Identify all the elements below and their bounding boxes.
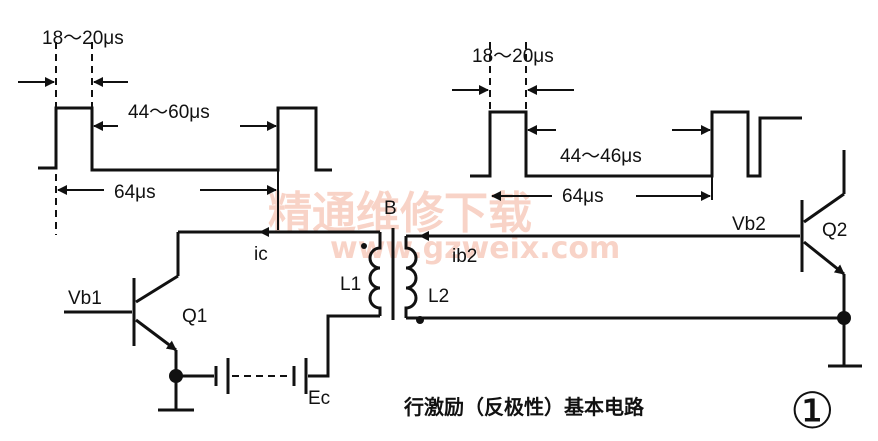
- l1-coil: [361, 232, 382, 316]
- left-waveform: [38, 42, 332, 235]
- core-label: B: [384, 198, 397, 219]
- right-period-label: 64μs: [562, 186, 604, 207]
- ib2-label: ib2: [452, 246, 477, 267]
- left-period-label: 64μs: [114, 182, 156, 203]
- q1-transistor: [132, 232, 180, 376]
- l2-label: L2: [428, 286, 449, 307]
- l1-label: L1: [340, 274, 361, 295]
- figure-number: ①: [790, 382, 835, 440]
- left-pulse-width-label: 18～20μs: [42, 28, 124, 49]
- right-pulse-width-label: 18～20μs: [472, 46, 554, 67]
- ec-battery: [176, 358, 308, 394]
- ground-left: [158, 369, 194, 412]
- junction-node-right: [837, 311, 851, 325]
- q2-label: Q2: [822, 220, 847, 241]
- vb2-label: Vb2: [732, 214, 766, 235]
- l1-return-wire: [308, 314, 380, 378]
- q2-transistor: [800, 150, 862, 368]
- caption: 行激励（反极性）基本电路: [403, 395, 645, 419]
- right-waveform: [470, 42, 802, 200]
- q1-label: Q1: [182, 306, 207, 327]
- ec-label: Ec: [308, 388, 330, 409]
- left-gap-label: 44～60μs: [128, 102, 210, 123]
- ic-label: ic: [254, 244, 268, 265]
- right-gap-label: 44～46μs: [560, 146, 642, 167]
- vb1-label: Vb1: [68, 288, 102, 309]
